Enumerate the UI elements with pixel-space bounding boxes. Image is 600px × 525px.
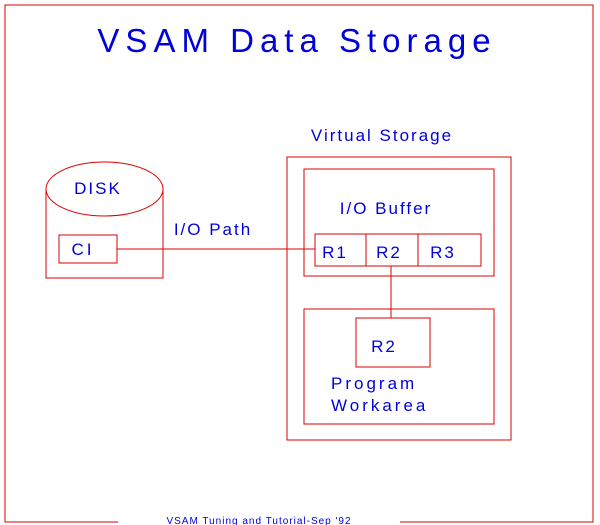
disk-label: DISK (74, 179, 122, 198)
disk-cylinder-top (45, 161, 164, 217)
page-title: VSAM Data Storage (97, 22, 496, 59)
record-r2: R2 (376, 243, 402, 262)
page-frame (4, 4, 594, 523)
ci-label: CI (72, 240, 95, 259)
workarea-label: Workarea (331, 396, 428, 415)
io-buffer-label: I/O Buffer (340, 199, 432, 218)
workarea-r2-label: R2 (371, 337, 397, 356)
virtual-storage-label: Virtual Storage (311, 126, 453, 145)
virtual-storage-box (286, 156, 512, 441)
program-workarea-box (303, 308, 495, 425)
program-label: Program (331, 374, 417, 393)
record-row (314, 233, 482, 267)
disk-cylinder-body (45, 190, 164, 279)
record-r3: R3 (430, 243, 456, 262)
io-path-label: I/O Path (174, 220, 252, 239)
io-buffer-box (303, 168, 495, 277)
record-r1: R1 (322, 243, 348, 262)
footer-caption: VSAM Tuning and Tutorial-Sep '92 (166, 516, 351, 525)
workarea-r2-box (355, 317, 431, 368)
